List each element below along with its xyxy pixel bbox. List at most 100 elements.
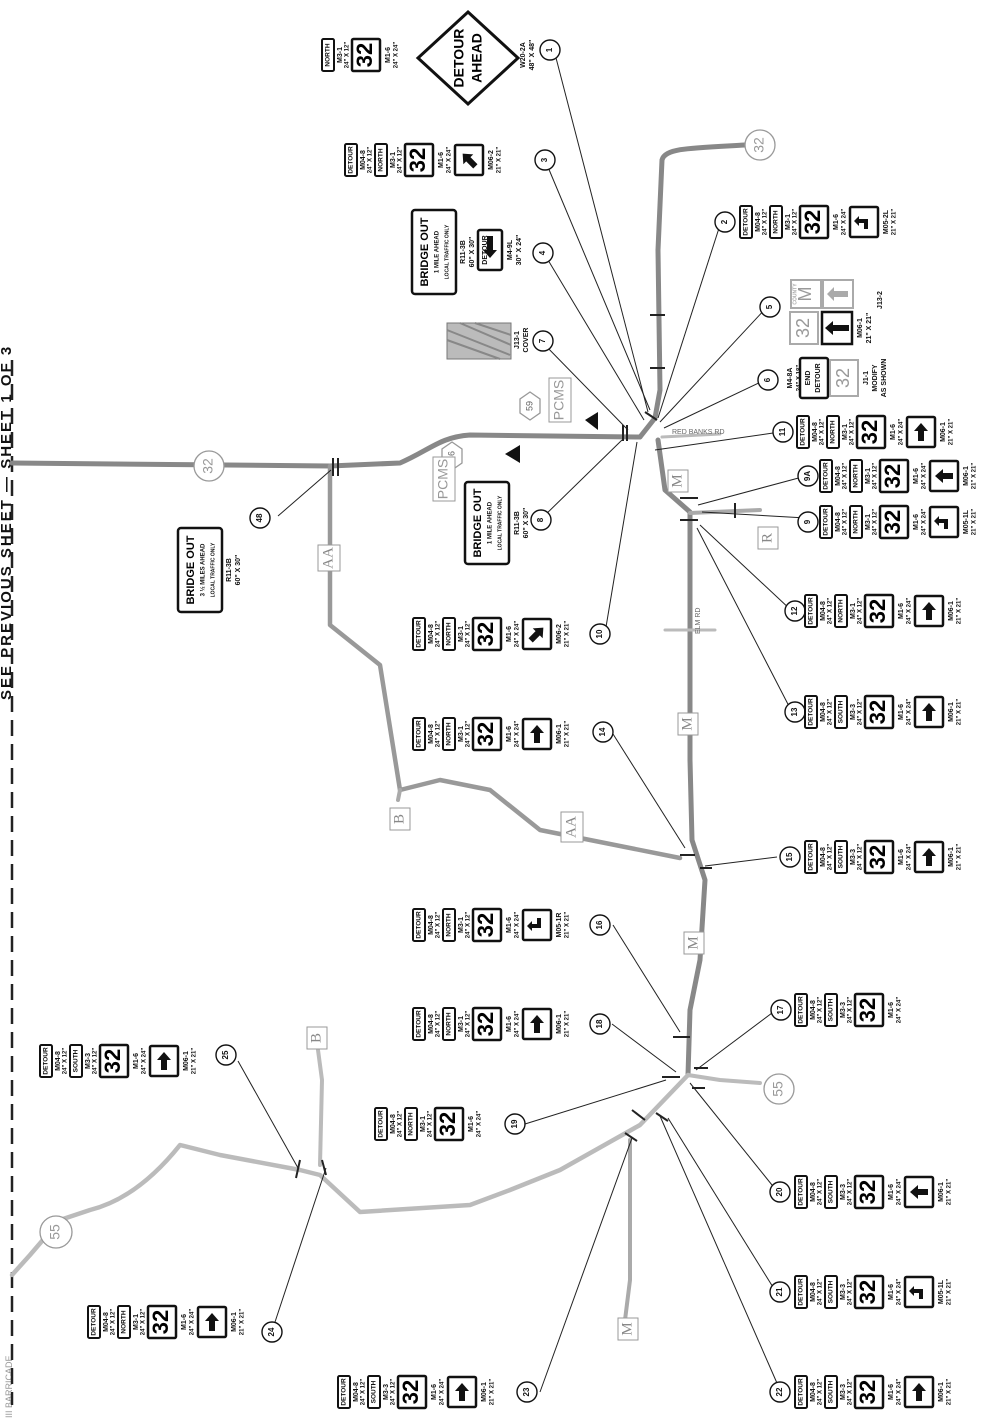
svg-text:M04-8: M04-8 xyxy=(810,1382,817,1402)
svg-text:24" X 12": 24" X 12" xyxy=(858,844,864,871)
red-banks-rd-label: RED BANKS RD xyxy=(672,429,725,436)
route-b-marker-1: B xyxy=(389,807,411,831)
svg-text:M06-2: M06-2 xyxy=(556,624,563,644)
svg-text:M3-3: M3-3 xyxy=(850,849,857,865)
svg-text:LOCAL TRAFFIC ONLY: LOCAL TRAFFIC ONLY xyxy=(444,224,450,279)
route-32-road xyxy=(9,432,643,469)
svg-text:3: 3 xyxy=(540,157,549,162)
svg-text:48" X 48": 48" X 48" xyxy=(529,40,536,71)
svg-text:24" X 12": 24" X 12" xyxy=(763,209,769,236)
svg-text:SOUTH: SOUTH xyxy=(838,700,845,723)
svg-text:24" X 24": 24" X 24" xyxy=(922,509,928,536)
svg-text:11: 11 xyxy=(778,427,787,436)
svg-text:24" X 12": 24" X 12" xyxy=(436,721,442,748)
svg-text:M: M xyxy=(619,1322,635,1335)
elm-rd-label: ELM RD xyxy=(695,608,702,634)
callout-21: 21 xyxy=(769,1281,791,1303)
svg-text:32: 32 xyxy=(855,1280,880,1304)
svg-text:24" X 12": 24" X 12" xyxy=(848,1279,854,1306)
svg-text:19: 19 xyxy=(510,1119,519,1128)
svg-text:J13-1: J13-1 xyxy=(514,331,521,349)
callout-5: 5 xyxy=(759,296,781,318)
svg-text:24" X 24": 24" X 24" xyxy=(897,1279,903,1306)
sign-4-bridge-out-detour: BRIDGE OUT 1 MILE AHEAD LOCAL TRAFFIC ON… xyxy=(410,208,523,296)
svg-text:NORTH: NORTH xyxy=(446,722,453,745)
svg-text:21" X 21": 21" X 21" xyxy=(957,699,963,726)
svg-text:24" X 12": 24" X 12" xyxy=(873,463,879,490)
svg-text:24" X 18": 24" X 18" xyxy=(797,365,803,392)
svg-text:R11-3B: R11-3B xyxy=(514,511,521,535)
svg-text:32: 32 xyxy=(473,722,498,746)
svg-text:21" X 21": 21" X 21" xyxy=(949,419,955,446)
svg-text:BRIDGE OUT: BRIDGE OUT xyxy=(419,217,431,286)
svg-text:DETOUR: DETOUR xyxy=(808,698,815,726)
svg-text:55: 55 xyxy=(47,1224,63,1240)
svg-text:24" X 12": 24" X 12" xyxy=(436,1011,442,1038)
svg-text:M1-6: M1-6 xyxy=(506,1016,513,1032)
svg-text:DETOUR: DETOUR xyxy=(798,1378,805,1406)
svg-text:24" X 24": 24" X 24" xyxy=(515,912,521,939)
route-m-marker-3: M xyxy=(683,931,705,955)
svg-text:24" X 12": 24" X 12" xyxy=(820,419,826,446)
svg-text:24" X 24": 24" X 24" xyxy=(190,1309,196,1336)
svg-text:M1-6: M1-6 xyxy=(468,1116,475,1132)
svg-text:M1-6: M1-6 xyxy=(913,514,920,530)
svg-text:M06-1: M06-1 xyxy=(231,1312,238,1332)
svg-text:M1-6: M1-6 xyxy=(898,603,905,619)
callout-18: 18 xyxy=(589,1013,611,1035)
svg-text:21" X 21": 21" X 21" xyxy=(490,1379,496,1406)
svg-text:9A: 9A xyxy=(803,471,812,481)
svg-text:DETOUR: DETOUR xyxy=(798,996,805,1024)
svg-text:32: 32 xyxy=(200,458,216,474)
svg-text:M1-6: M1-6 xyxy=(506,626,513,642)
svg-text:16: 16 xyxy=(595,920,604,929)
svg-text:NORTH: NORTH xyxy=(378,148,385,171)
svg-text:24" X 24": 24" X 24" xyxy=(907,844,913,871)
svg-text:M06-1: M06-1 xyxy=(948,601,955,621)
svg-text:24" X 24": 24" X 24" xyxy=(142,1048,148,1075)
callout-1: 1 xyxy=(539,39,561,61)
svg-text:DETOUR: DETOUR xyxy=(378,1110,385,1138)
svg-text:M05-1L: M05-1L xyxy=(938,1279,945,1304)
svg-text:J1-1: J1-1 xyxy=(863,371,870,385)
svg-text:32: 32 xyxy=(800,210,825,234)
svg-text:M04-8: M04-8 xyxy=(390,1114,397,1134)
svg-text:M3-3: M3-3 xyxy=(840,1284,847,1300)
arrow-icon xyxy=(854,216,868,229)
pcms-label-south: PCMS xyxy=(435,459,451,499)
svg-text:21" X 21": 21" X 21" xyxy=(892,209,898,236)
svg-text:M06-1: M06-1 xyxy=(940,422,947,442)
svg-text:15: 15 xyxy=(785,852,794,861)
svg-text:6: 6 xyxy=(763,377,772,382)
svg-text:24" X 24": 24" X 24" xyxy=(907,699,913,726)
svg-text:LOCAL TRAFFIC ONLY: LOCAL TRAFFIC ONLY xyxy=(210,542,216,597)
svg-text:32: 32 xyxy=(100,1049,125,1073)
svg-text:32: 32 xyxy=(880,464,905,488)
svg-text:M4-8A: M4-8A xyxy=(787,367,794,388)
svg-text:NORTH: NORTH xyxy=(446,913,453,936)
svg-text:24" X 12": 24" X 12" xyxy=(818,1279,824,1306)
arrow-icon xyxy=(455,1383,469,1401)
svg-text:32: 32 xyxy=(352,43,377,67)
svg-text:M06-1: M06-1 xyxy=(556,724,563,744)
svg-text:24" X 12": 24" X 12" xyxy=(848,1179,854,1206)
svg-text:M04-8: M04-8 xyxy=(428,915,435,935)
svg-text:32: 32 xyxy=(865,845,890,869)
route-markers: 32 32 55 55 59 56 PCMS PCMS AA AA M M M … xyxy=(39,129,795,1341)
arrow-icon xyxy=(912,1383,926,1401)
svg-text:3 ½ MILES AHEAD: 3 ½ MILES AHEAD xyxy=(200,543,207,596)
svg-text:M06-1: M06-1 xyxy=(948,847,955,867)
svg-text:4: 4 xyxy=(538,250,547,255)
route-b-road xyxy=(396,788,402,802)
svg-text:DETOUR: DETOUR xyxy=(798,1178,805,1206)
arrow-icon xyxy=(909,1286,923,1299)
svg-text:24" X 12": 24" X 12" xyxy=(93,1048,99,1075)
svg-text:5: 5 xyxy=(765,304,774,309)
roads xyxy=(9,142,762,1322)
svg-text:24" X 24": 24" X 24" xyxy=(394,42,400,69)
route-32-west-marker xyxy=(193,450,225,482)
svg-text:R11-3B: R11-3B xyxy=(460,240,467,264)
svg-text:24" X 24": 24" X 24" xyxy=(907,598,913,625)
svg-text:24" X 12": 24" X 12" xyxy=(466,721,472,748)
